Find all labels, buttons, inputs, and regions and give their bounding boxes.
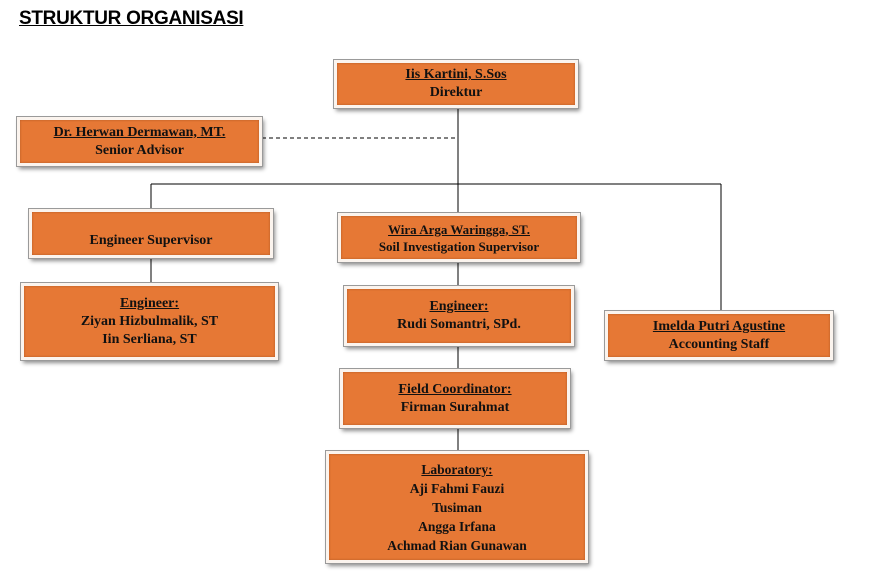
field-coordinator-heading: Field Coordinator:	[398, 381, 512, 397]
engineer-center-member: Rudi Somantri, SPd.	[397, 317, 521, 332]
soil-supervisor-name: Wira Arga Waringga, ST.	[388, 221, 530, 237]
engineer-left-heading: Engineer:	[119, 295, 180, 311]
engineer-left-member: Ziyan Hizbulmalik, ST	[80, 313, 219, 329]
advisor-name: Dr. Herwan Dermawan, MT.	[53, 124, 226, 140]
engineer-left-member: Iin Serliana, ST	[102, 331, 197, 347]
engineer-center-box: Engineer: Rudi Somantri, SPd.	[343, 285, 575, 347]
direktur-box: Iis Kartini, S.Sos Direktur	[333, 59, 579, 109]
engineer-left-box: Engineer: Ziyan Hizbulmalik, ST Iin Serl…	[20, 282, 279, 361]
field-coordinator-member: Firman Surahmat	[400, 399, 510, 415]
direktur-role: Direktur	[429, 85, 483, 100]
laboratory-member: Aji Fahmi Fauzi	[409, 480, 505, 496]
engineer-supervisor-role: Engineer Supervisor	[89, 233, 213, 248]
accounting-role: Accounting Staff	[668, 336, 770, 352]
engineer-center-heading: Engineer:	[429, 299, 489, 314]
soil-supervisor-role: Soil Investigation Supervisor	[378, 238, 540, 254]
accounting-name: Imelda Putri Agustine	[652, 318, 786, 334]
laboratory-member: Tusiman	[432, 499, 482, 515]
accounting-box: Imelda Putri Agustine Accounting Staff	[604, 310, 834, 361]
engineer-supervisor-box: Engineer Supervisor	[28, 208, 274, 259]
direktur-name: Iis Kartini, S.Sos	[405, 67, 507, 82]
page-title: STRUKTUR ORGANISASI	[19, 8, 244, 29]
laboratory-member: Achmad Rian Gunawan	[387, 537, 527, 553]
field-coordinator-box: Field Coordinator: Firman Surahmat	[339, 368, 571, 429]
advisor-box: Dr. Herwan Dermawan, MT. Senior Advisor	[16, 116, 263, 167]
soil-supervisor-box: Wira Arga Waringga, ST. Soil Investigati…	[337, 212, 581, 263]
advisor-role: Senior Advisor	[95, 142, 184, 158]
laboratory-box: Laboratory: Aji Fahmi Fauzi Tusiman Angg…	[325, 450, 589, 564]
laboratory-member: Angga Irfana	[418, 518, 496, 534]
laboratory-heading: Laboratory:	[421, 461, 493, 477]
